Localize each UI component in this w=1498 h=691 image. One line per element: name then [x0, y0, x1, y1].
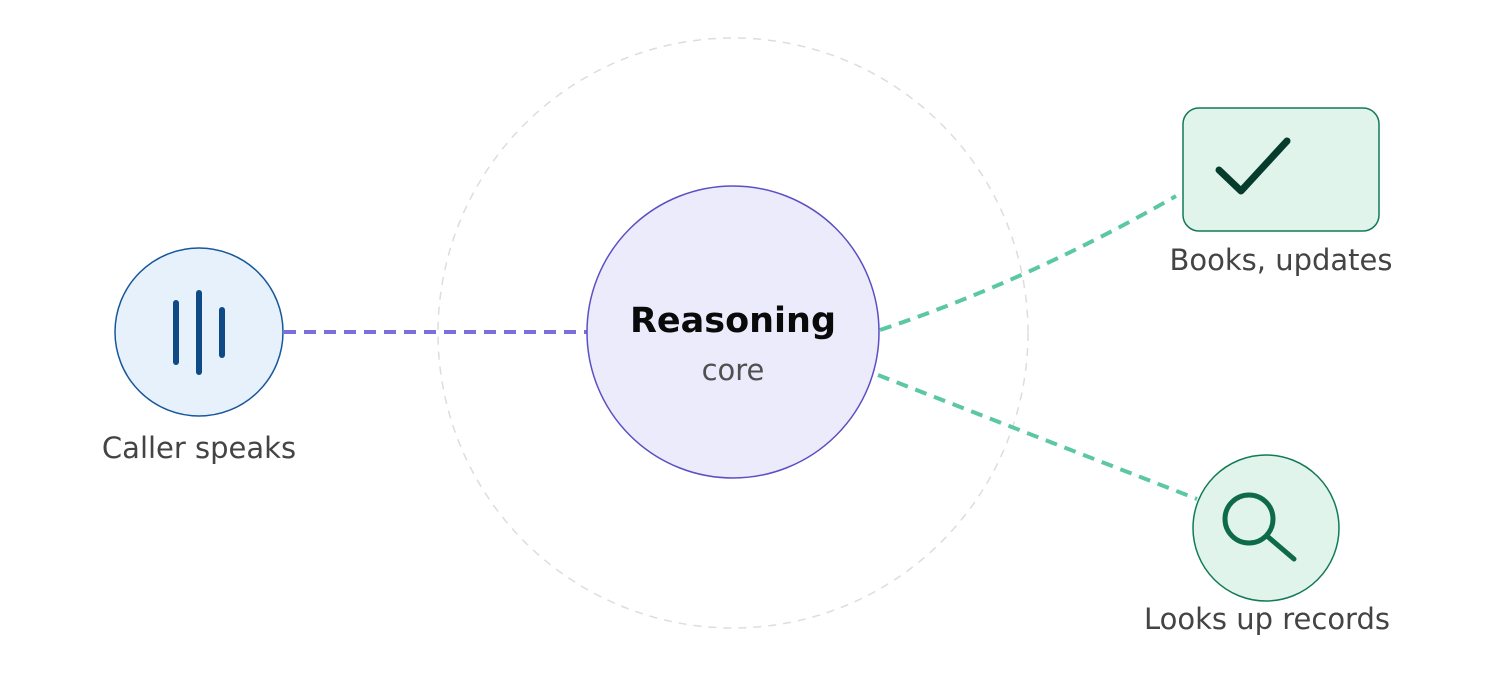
lookup-node-circle	[1192, 454, 1340, 602]
core-node-subtitle: core	[702, 353, 765, 387]
core-node-circle	[586, 185, 880, 479]
check-icon	[1215, 137, 1291, 195]
connector-core-to-action	[879, 194, 1177, 332]
core-halo-ring	[437, 37, 1029, 629]
lookup-node-label: Looks up records	[1144, 602, 1390, 636]
connector-core-to-lookup	[877, 373, 1198, 501]
action-node-label: Books, updates	[1169, 243, 1392, 277]
core-node: Reasoning core	[586, 185, 880, 479]
search-icon	[1222, 492, 1297, 562]
audio-waveform-icon	[173, 290, 225, 375]
lookup-node: Looks up records	[1144, 454, 1390, 636]
action-node-box	[1182, 107, 1380, 232]
input-node-label: Caller speaks	[102, 431, 296, 465]
input-node: Caller speaks	[102, 247, 296, 465]
action-node: Books, updates	[1169, 107, 1393, 277]
core-node-title: Reasoning	[630, 301, 836, 341]
